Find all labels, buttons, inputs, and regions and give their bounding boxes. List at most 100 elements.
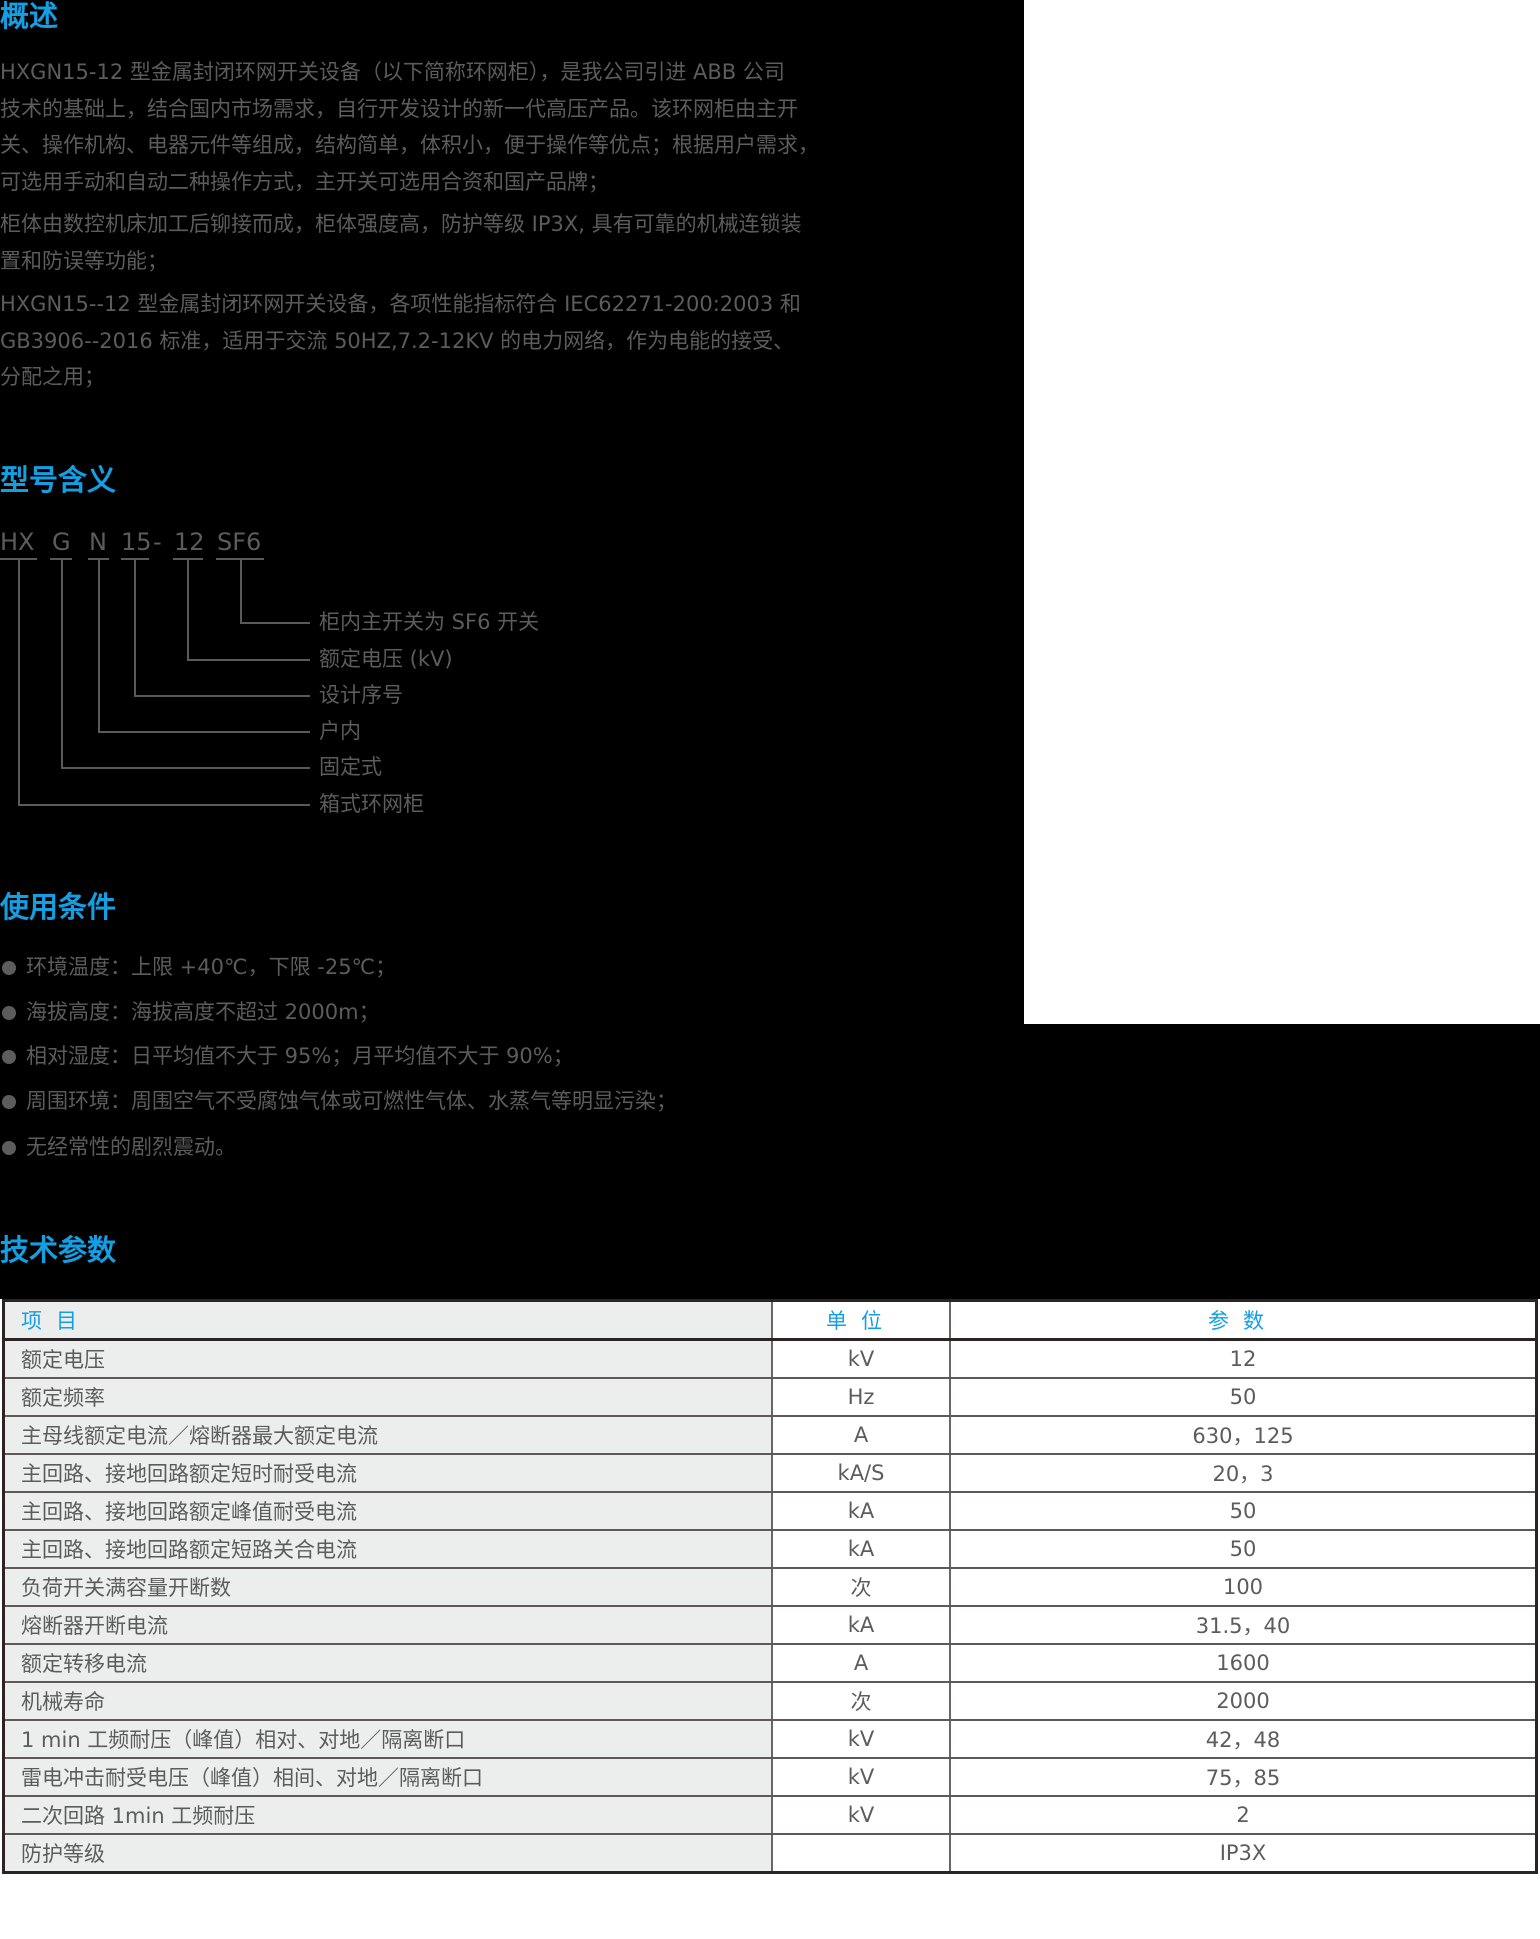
cell-unit: Hz <box>771 1378 950 1417</box>
black-panel-top <box>0 0 1024 1024</box>
conditions-title: 使用条件 <box>0 890 117 924</box>
connector-n-horizontal <box>98 731 310 733</box>
cell-item: 额定转移电流 <box>3 1644 772 1683</box>
black-panel-middle <box>0 1024 1540 1299</box>
connector-12-horizontal <box>187 659 310 661</box>
cell-value: 1600 <box>949 1644 1537 1683</box>
header-unit: 单位 <box>771 1300 950 1341</box>
connector-hx-vertical <box>18 559 20 805</box>
cell-value: 50 <box>949 1492 1537 1531</box>
bullet-icon <box>2 1095 16 1109</box>
condition-item: 环境温度：上限 +40℃，下限 -25℃； <box>0 953 396 981</box>
text-line: HXGN15-12 型金属封闭环网开关设备（以下简称环网柜），是我公司引进 AB… <box>0 60 785 84</box>
header-item: 项目 <box>3 1300 772 1341</box>
text-line: HXGN15--12 型金属封闭环网开关设备，各项性能指标符合 IEC62271… <box>0 292 801 316</box>
label-box-ring-cabinet: 箱式环网柜 <box>319 792 424 816</box>
bullet-icon <box>2 961 16 975</box>
cell-item: 负荷开关满容量开断数 <box>3 1568 772 1607</box>
bullet-icon <box>2 1050 16 1064</box>
connector-sf6-vertical <box>240 559 242 623</box>
bullet-icon <box>2 1141 16 1155</box>
code-part-hx: HX <box>0 528 35 556</box>
cell-unit <box>771 1834 950 1873</box>
cell-value: 31.5，40 <box>949 1606 1537 1645</box>
overview-paragraph-1: HXGN15-12 型金属封闭环网开关设备（以下简称环网柜），是我公司引进 AB… <box>0 54 890 200</box>
text-line: 分配之用； <box>0 365 105 389</box>
cell-unit: A <box>771 1644 950 1683</box>
label-fixed-type: 固定式 <box>319 755 382 779</box>
label-design-serial: 设计序号 <box>319 683 403 707</box>
cell-value: 12 <box>949 1339 1537 1379</box>
cell-item: 机械寿命 <box>3 1682 772 1721</box>
cell-unit: kA/S <box>771 1454 950 1493</box>
condition-text: 周围环境：周围空气不受腐蚀气体或可燃性气体、水蒸气等明显污染； <box>26 1089 677 1113</box>
label-indoor: 户内 <box>319 719 361 743</box>
cell-value: 50 <box>949 1378 1537 1417</box>
connector-12-vertical <box>187 559 189 660</box>
text-line: 可选用手动和自动二种操作方式，主开关可选用合资和国产品牌； <box>0 169 609 194</box>
condition-item: 相对湿度：日平均值不大于 95%；月平均值不大于 90%； <box>0 1042 574 1070</box>
connector-sf6-horizontal <box>240 622 310 624</box>
cell-unit: kA <box>771 1492 950 1531</box>
cell-unit: kV <box>771 1796 950 1835</box>
cell-value: 20，3 <box>949 1454 1537 1493</box>
cell-item: 雷电冲击耐受电压（峰值）相间、对地／隔离断口 <box>3 1758 772 1797</box>
cell-item: 主回路、接地回路额定短路关合电流 <box>3 1530 772 1569</box>
text-line: GB3906--2016 标准，适用于交流 50HZ,7.2-12KV 的电力网… <box>0 328 795 353</box>
header-value: 参数 <box>949 1300 1537 1341</box>
connector-hx-horizontal <box>18 804 310 806</box>
cell-unit: kA <box>771 1606 950 1645</box>
connector-15-horizontal <box>134 695 310 697</box>
cell-value: 630，125 <box>949 1416 1537 1455</box>
tech-params-title: 技术参数 <box>0 1233 117 1267</box>
cell-value: 42，48 <box>949 1720 1537 1759</box>
label-rated-voltage: 额定电压 (kV) <box>319 647 453 671</box>
code-part-15: 15 <box>121 528 152 556</box>
cell-unit: kV <box>771 1720 950 1759</box>
text-line: 关、操作机构、电器元件等组成，结构简单，体积小，便于操作等优点；根据用户需求， <box>0 133 819 157</box>
cell-item: 1 min 工频耐压（峰值）相对、对地／隔离断口 <box>3 1720 772 1759</box>
cell-value: 75，85 <box>949 1758 1537 1797</box>
cell-item: 主回路、接地回路额定短时耐受电流 <box>3 1454 772 1493</box>
code-part-g: G <box>52 528 71 556</box>
bullet-icon <box>2 1006 16 1020</box>
cell-item: 主回路、接地回路额定峰值耐受电流 <box>3 1492 772 1531</box>
condition-text: 海拔高度：海拔高度不超过 2000m； <box>26 1000 380 1024</box>
code-part-sf6: SF6 <box>217 528 262 556</box>
text-line: 技术的基础上，结合国内市场需求，自行开发设计的新一代高压产品。该环网柜由主开 <box>0 96 798 121</box>
cell-item: 熔断器开断电流 <box>3 1606 772 1645</box>
connector-g-vertical <box>61 559 63 768</box>
cell-value: 2 <box>949 1796 1537 1835</box>
cell-unit: 次 <box>771 1682 950 1721</box>
connector-g-horizontal <box>61 767 310 769</box>
text-line: 置和防误等功能； <box>0 248 168 273</box>
code-part-n: N <box>89 528 107 556</box>
cell-unit: 次 <box>771 1568 950 1607</box>
cell-item: 主母线额定电流／熔断器最大额定电流 <box>3 1416 772 1455</box>
cell-unit: kV <box>771 1339 950 1379</box>
cell-item: 额定电压 <box>3 1339 772 1379</box>
cell-item: 二次回路 1min 工频耐压 <box>3 1796 772 1835</box>
code-part-12: 12 <box>174 528 205 556</box>
condition-item: 海拔高度：海拔高度不超过 2000m； <box>0 998 380 1026</box>
text-line: 柜体由数控机床加工后铆接而成，柜体强度高，防护等级 IP3X, 具有可靠的机械连… <box>0 212 802 236</box>
connector-n-vertical <box>98 559 100 732</box>
condition-item: 无经常性的剧烈震动。 <box>0 1133 236 1161</box>
overview-paragraph-2: 柜体由数控机床加工后铆接而成，柜体强度高，防护等级 IP3X, 具有可靠的机械连… <box>0 206 890 279</box>
cell-unit: kV <box>771 1758 950 1797</box>
label-sf6-switch: 柜内主开关为 SF6 开关 <box>319 610 540 634</box>
code-part-dash: - <box>153 528 162 556</box>
cell-value: 50 <box>949 1530 1537 1569</box>
condition-text: 相对湿度：日平均值不大于 95%；月平均值不大于 90%； <box>26 1044 574 1068</box>
